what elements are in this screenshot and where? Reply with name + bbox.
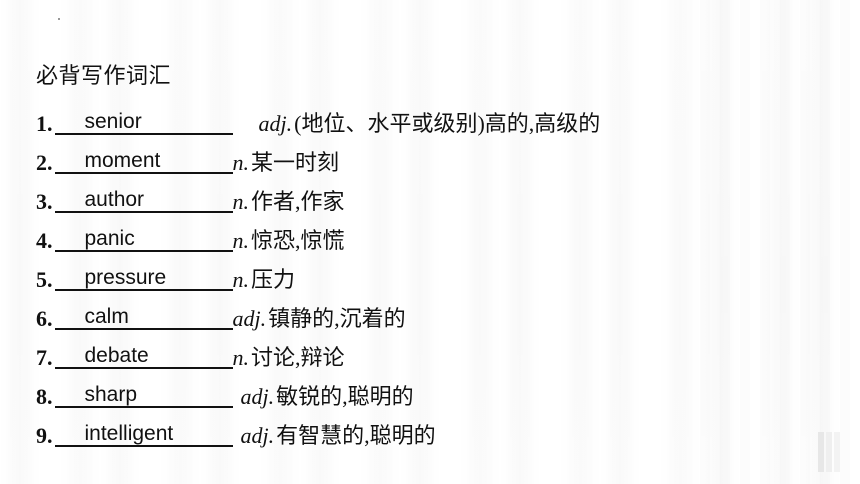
part-of-speech: adj.: [258, 111, 293, 136]
page-title: 必背写作词汇: [36, 63, 172, 88]
meaning-text: (地位、水平或级别)高的,高级的: [294, 111, 601, 136]
meaning-text: 某一时刻: [251, 150, 340, 175]
answer-blank: debate: [54, 341, 233, 371]
answer-blank: pressure: [54, 263, 233, 293]
item-number: 4: [36, 228, 47, 253]
background-right-pattern: [700, 0, 860, 484]
vocab-item: 4. panic n. 惊恐,惊慌: [36, 215, 816, 254]
meaning-text: 敏锐的,聪明的: [276, 384, 414, 409]
number-dot: .: [47, 423, 53, 448]
part-of-speech: n.: [232, 267, 250, 292]
vocab-item: 6. calm adj.镇静的,沉着的: [36, 293, 816, 332]
vocab-item: 5. pressure n. 压力: [36, 254, 816, 293]
answer-text: pressure: [84, 266, 167, 289]
number-dot: .: [47, 111, 53, 136]
number-dot: .: [47, 228, 53, 253]
item-number: 2: [36, 150, 47, 175]
answer-blank: calm: [54, 302, 233, 332]
answer-text: senior: [84, 110, 142, 133]
answer-blank: sharp: [54, 380, 233, 410]
answer-text: author: [84, 188, 145, 211]
item-number: 1: [36, 111, 47, 136]
item-number: 7: [36, 345, 47, 370]
item-number: 9: [36, 423, 47, 448]
part-of-speech: n.: [232, 150, 250, 175]
answer-text: sharp: [84, 383, 138, 406]
number-dot: .: [47, 384, 53, 409]
item-number: 3: [36, 189, 47, 214]
meaning-text: 镇静的,沉着的: [268, 306, 406, 331]
meaning-text: 作者,作家: [251, 189, 345, 214]
vocab-panel: 必背写作词汇 1. senior adj. (地位、水平或级别)高的,高级的 2. mo…: [36, 62, 816, 449]
answer-blank: moment: [54, 146, 233, 176]
answer-text: calm: [84, 305, 129, 328]
item-number: 6: [36, 306, 47, 331]
part-of-speech: adj.: [240, 423, 275, 448]
number-dot: .: [47, 345, 53, 370]
small-dot-mark: [58, 18, 60, 20]
meaning-text: 有智慧的,聪明的: [276, 423, 436, 448]
answer-blank: panic: [54, 224, 233, 254]
number-dot: .: [47, 150, 53, 175]
part-of-speech: n.: [232, 345, 250, 370]
number-dot: .: [47, 189, 53, 214]
number-dot: .: [47, 267, 53, 292]
vocab-item: 2. moment n.某一时刻: [36, 137, 816, 176]
answer-blank: senior: [54, 107, 233, 137]
vocab-item: 1. senior adj. (地位、水平或级别)高的,高级的: [36, 98, 816, 137]
answer-text: debate: [84, 344, 149, 367]
vocab-item: 9. intelligent adj.有智慧的,聪明的: [36, 410, 816, 449]
corner-decoration-icon: [804, 432, 844, 472]
part-of-speech: n.: [232, 189, 250, 214]
part-of-speech: adj.: [232, 306, 267, 331]
meaning-text: 压力: [251, 267, 296, 292]
part-of-speech: n.: [232, 228, 250, 253]
answer-blank: intelligent: [54, 419, 233, 449]
vocab-item: 8. sharp adj.敏锐的,聪明的: [36, 371, 816, 410]
vocab-item: 7. debate n.讨论,辩论: [36, 332, 816, 371]
answer-text: moment: [84, 149, 161, 172]
meaning-text: 惊恐,惊慌: [251, 228, 345, 253]
part-of-speech: adj.: [240, 384, 275, 409]
answer-text: intelligent: [84, 422, 174, 445]
item-number: 8: [36, 384, 47, 409]
number-dot: .: [47, 306, 53, 331]
answer-text: panic: [84, 227, 135, 250]
vocab-item: 3. author n.作者,作家: [36, 176, 816, 215]
item-number: 5: [36, 267, 47, 292]
answer-blank: author: [54, 185, 233, 215]
meaning-text: 讨论,辩论: [251, 345, 345, 370]
